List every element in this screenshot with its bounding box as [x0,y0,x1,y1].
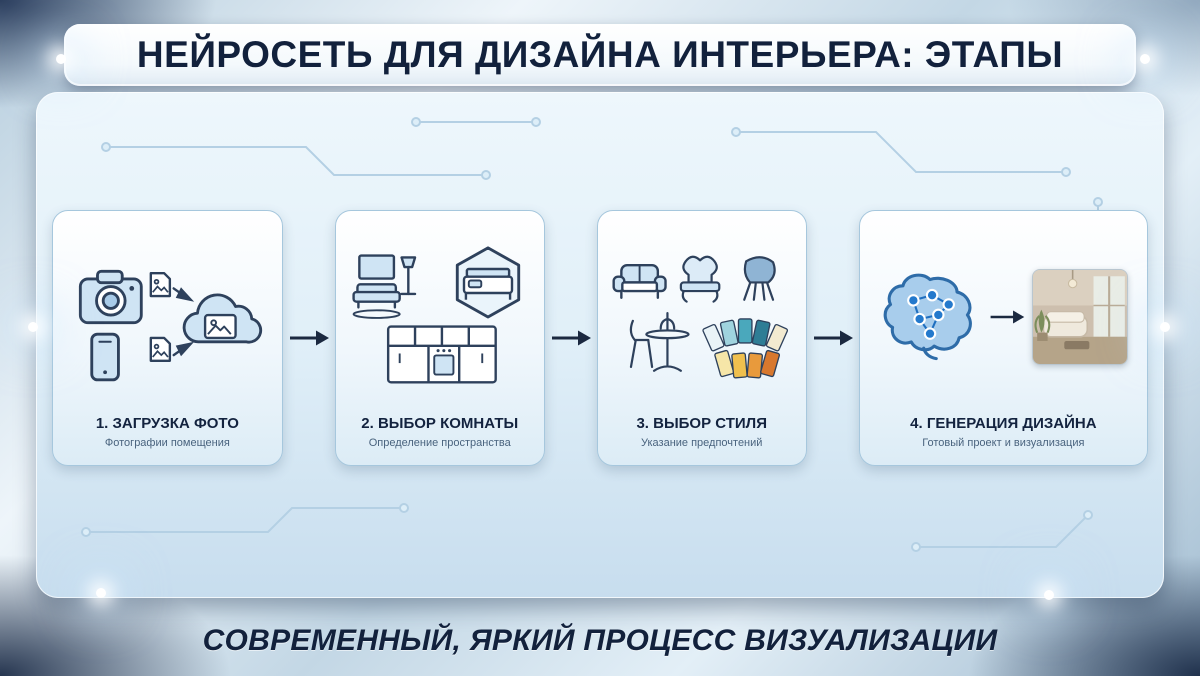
title-banner: НЕЙРОСЕТЬ ДЛЯ ДИЗАЙНА ИНТЕРЬЕРА: ЭТАПЫ [64,24,1136,86]
flow-arrow-icon [813,330,853,346]
furniture-palette-icon [612,255,788,379]
step-sublabel: Фотографии помещения [104,437,230,449]
rooms-icon [352,246,520,384]
choose-style-icons [606,223,798,411]
step-sublabel: Готовый проект и визуализация [922,437,1085,449]
steps-row: 1. ЗАГРУЗКА ФОТО Фотографии помещения [36,210,1164,466]
step-card-choose-room: 2. ВЫБОР КОМНАТЫ Определение пространств… [334,210,545,466]
step-label: 3. ВЫБОР СТИЛЯ [636,415,767,432]
flow-arrow-icon [289,330,329,346]
glow-dot [56,54,66,64]
step-sublabel: Указание предпочтений [641,437,763,449]
arrow-icon [990,310,1025,324]
generate-design-icons [868,223,1139,411]
step-sublabel: Определение пространства [368,437,511,449]
footer-caption: СОВРЕМЕННЫЙ, ЯРКИЙ ПРОЦЕСС ВИЗУАЛИЗАЦИИ [202,624,998,657]
step-label: 1. ЗАГРУЗКА ФОТО [95,415,239,432]
glow-dot [28,322,38,332]
step-card-choose-style: 3. ВЫБОР СТИЛЯ Указание предпочтений [596,210,807,466]
main-panel: 1. ЗАГРУЗКА ФОТО Фотографии помещения [36,92,1164,598]
interior-render-image [1032,269,1129,365]
upload-photo-icons [61,223,274,411]
flow-arrow-icon [551,330,591,346]
step-card-upload-photo: 1. ЗАГРУЗКА ФОТО Фотографии помещения [52,210,283,466]
step-label: 2. ВЫБОР КОМНАТЫ [361,415,519,432]
glow-dot [1044,590,1054,600]
step-card-generate-design: 4. ГЕНЕРАЦИЯ ДИЗАЙНА Готовый проект и ви… [858,210,1148,466]
choose-room-icons [344,223,536,411]
ai-brain-icon [884,273,973,361]
glow-dot [1160,322,1170,332]
page-title: НЕЙРОСЕТЬ ДЛЯ ДИЗАЙНА ИНТЕРЬЕРА: ЭТАПЫ [136,34,1064,75]
glow-dot [96,588,106,598]
glow-dot [1140,54,1150,64]
step-label: 4. ГЕНЕРАЦИЯ ДИЗАЙНА [910,415,1097,432]
camera-phone-cloud-upload-icon [79,269,263,382]
